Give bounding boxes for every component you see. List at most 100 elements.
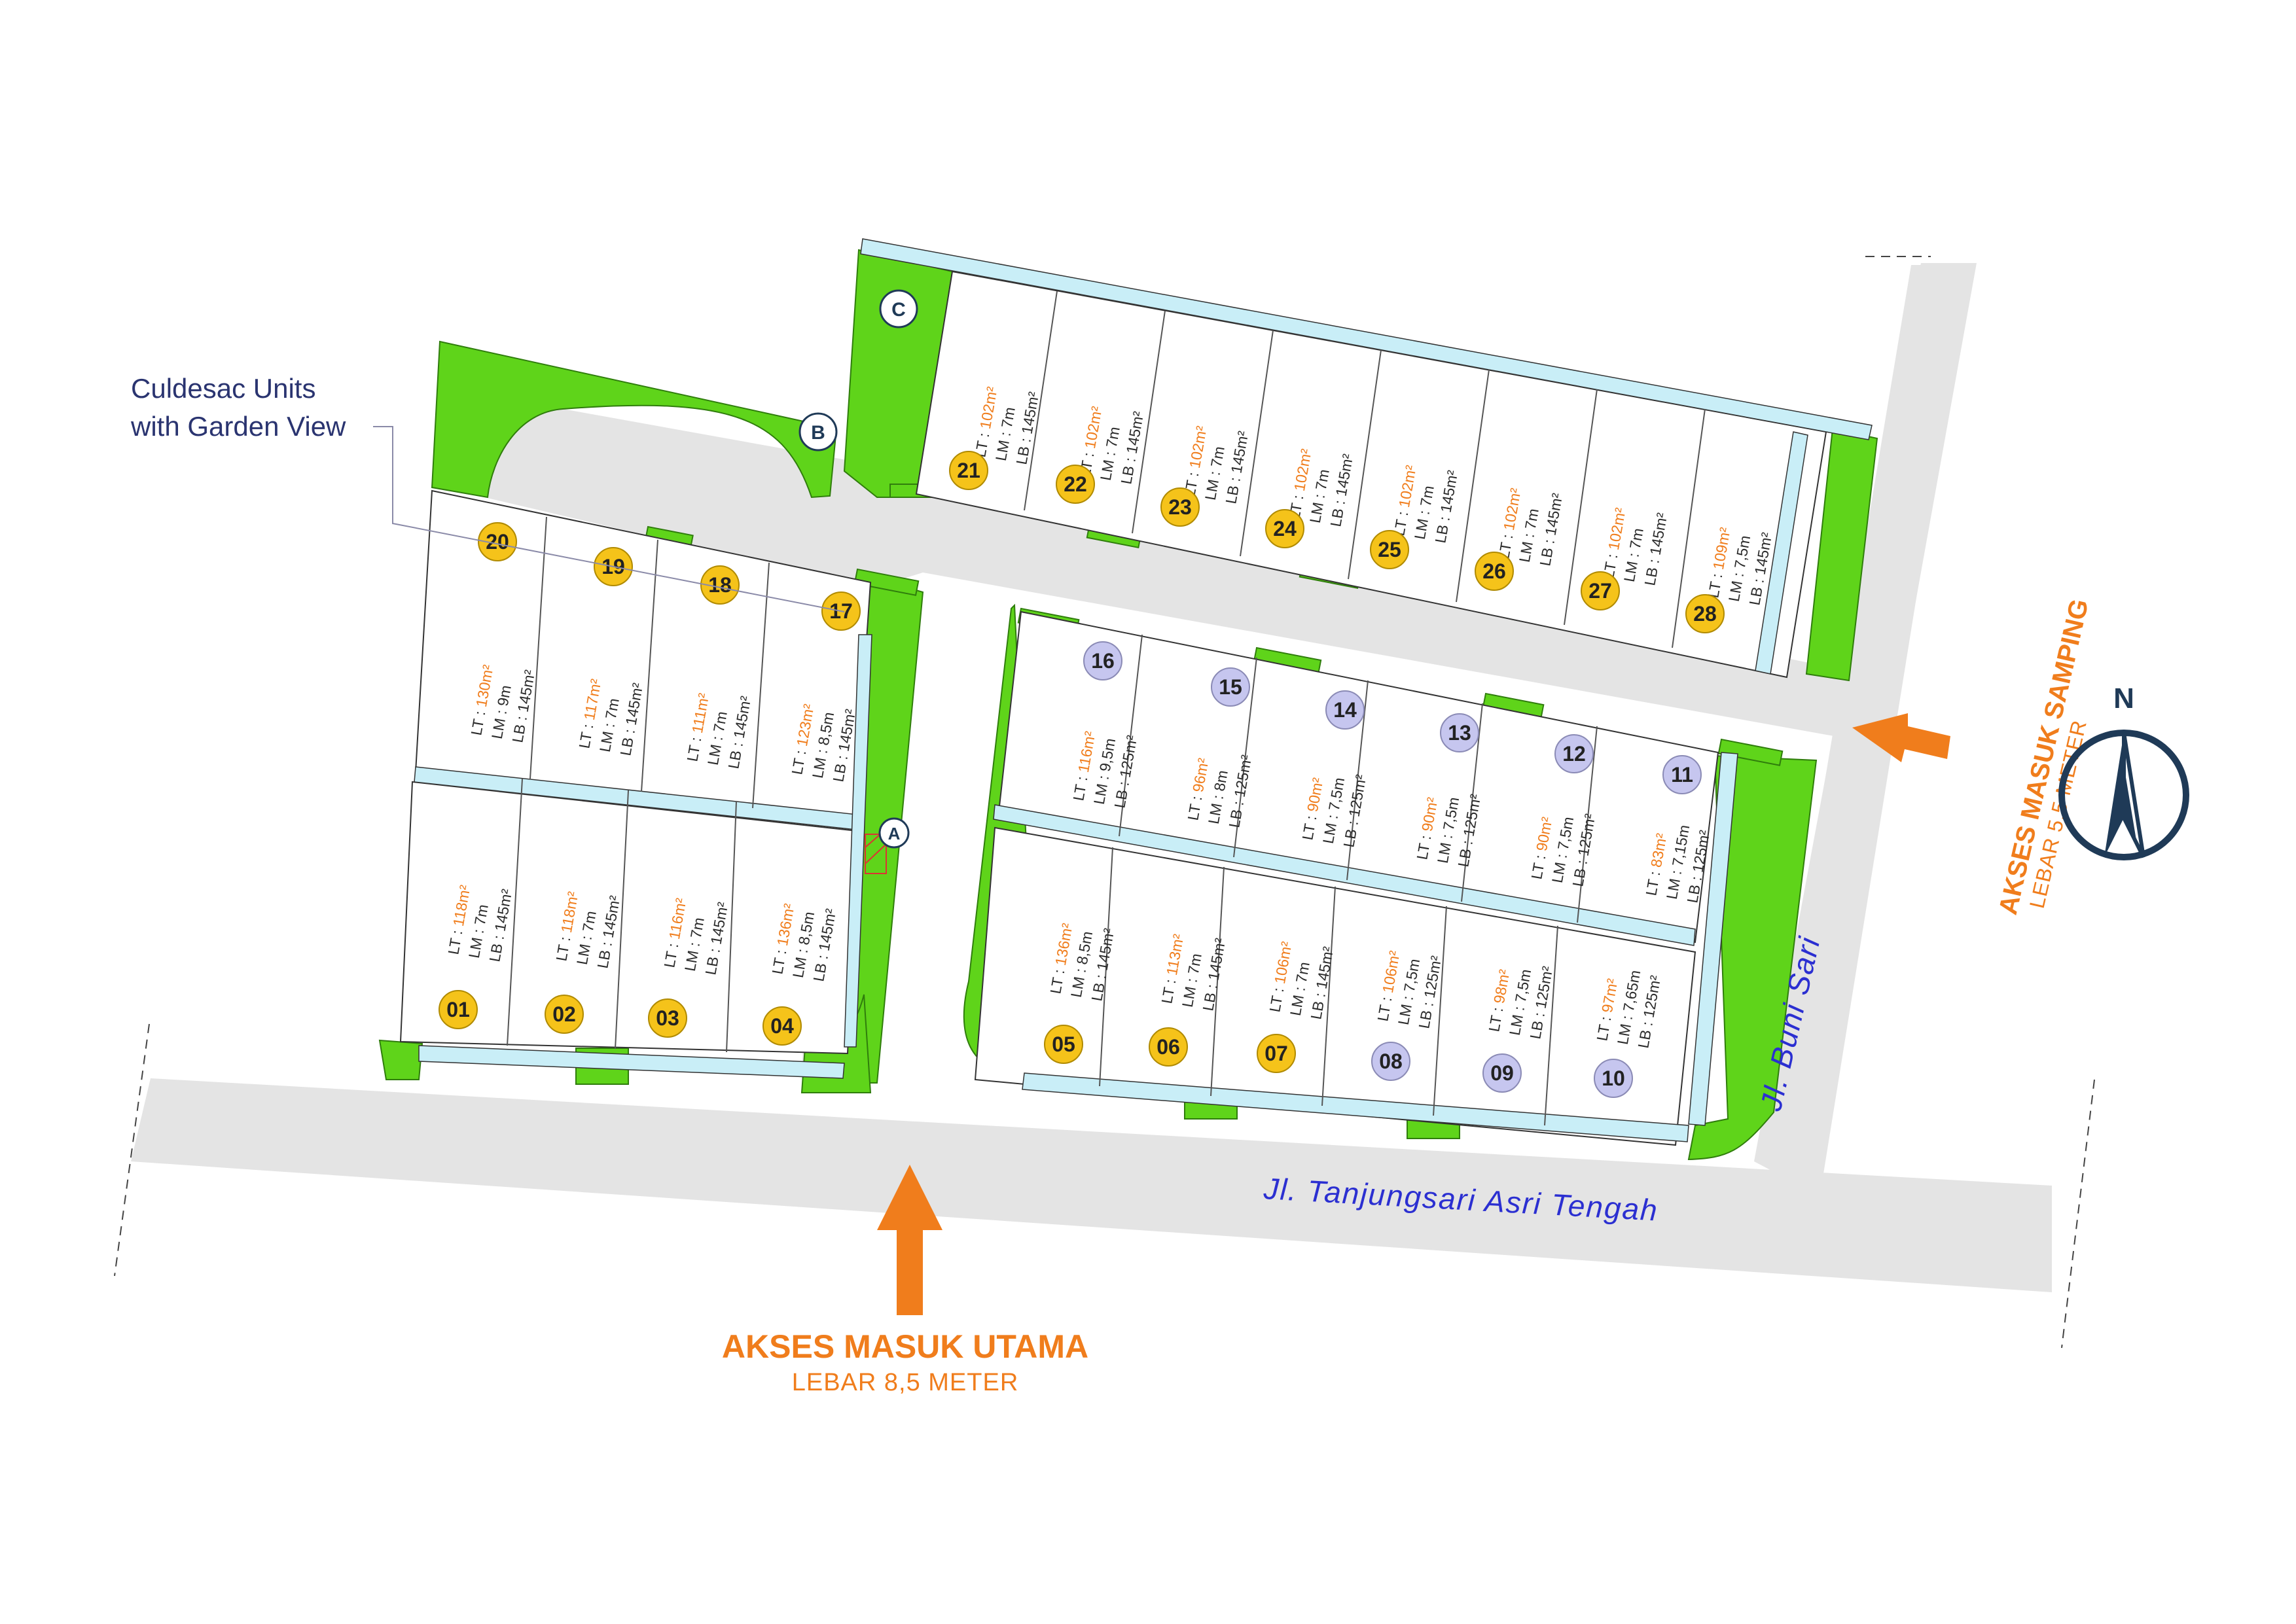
callout-leader (373, 426, 845, 612)
unit-number-03: 03 (656, 1006, 679, 1030)
unit-number-01: 01 (446, 998, 470, 1021)
unit-badge-22[interactable] (1056, 465, 1095, 504)
lot-divider (1461, 703, 1483, 902)
green-plot-6 (1717, 738, 1784, 766)
unit-badge-25[interactable] (1370, 530, 1409, 569)
unit-badge-09[interactable] (1482, 1053, 1522, 1093)
unit-specs-24: LT : 102m²LM : 7mLB : 145m² (1285, 445, 1356, 528)
unit-badge-21[interactable] (949, 451, 988, 490)
unit-specs-05: LT : 136m²LM : 8,5mLB : 145m² (1047, 919, 1117, 1002)
unit-badge-20[interactable] (478, 522, 517, 561)
lot-divider (1456, 369, 1490, 603)
channel-left-vert (844, 634, 872, 1048)
unit-badge-16[interactable] (1083, 641, 1122, 680)
unit-number-12: 12 (1562, 742, 1586, 766)
main-access-subtitle: LEBAR 8,5 METER (792, 1369, 1019, 1396)
unit-badge-26[interactable] (1475, 552, 1514, 591)
unit-badge-27[interactable] (1581, 571, 1620, 610)
lot-divider (641, 539, 658, 792)
channel-top (860, 238, 1873, 440)
unit-number-23: 23 (1168, 495, 1192, 519)
spec-value: 9m (494, 684, 514, 707)
unit-badge-06[interactable] (1149, 1027, 1188, 1067)
unit-badge-14[interactable] (1325, 690, 1365, 730)
callout-line-2: with Garden View (130, 411, 346, 442)
unit-number-26: 26 (1482, 559, 1506, 583)
unit-badge-07[interactable] (1257, 1034, 1296, 1073)
unit-badge-15[interactable] (1211, 667, 1250, 707)
unit-badge-04[interactable] (762, 1006, 802, 1046)
unit-number-25: 25 (1378, 538, 1401, 561)
channel-right-top (1755, 431, 1808, 675)
lot-divider (1672, 408, 1706, 648)
unit-number-05: 05 (1052, 1033, 1075, 1056)
marker-c-label: C (891, 299, 906, 321)
unit-badge-28[interactable] (1685, 594, 1725, 633)
channel-right-mid (993, 804, 1696, 946)
unit-specs-12: LT : 90m²LM : 7,5mLB : 125m² (1528, 805, 1598, 888)
lot-divider (1544, 925, 1558, 1126)
facility-marker-b: B (798, 412, 838, 451)
unit-specs-15: LT : 96m²LM : 8mLB : 125m² (1184, 746, 1255, 829)
drainage-channels (414, 238, 1873, 1142)
unit-number-04: 04 (770, 1014, 794, 1038)
unit-badge-01[interactable] (439, 990, 478, 1029)
lot-divider (1240, 330, 1274, 557)
lot-divider (1433, 906, 1447, 1116)
unit-badge-18[interactable] (700, 565, 740, 605)
lot-divider (529, 516, 547, 779)
spec-value: 7m (602, 697, 622, 720)
unit-badge-12[interactable] (1554, 734, 1594, 773)
channel-left-bottom (418, 1045, 845, 1079)
hatch-line (865, 834, 881, 848)
unit-number-27: 27 (1588, 579, 1612, 603)
channel-right-vert (1688, 752, 1738, 1126)
unit-number-14: 14 (1333, 698, 1357, 722)
lot-divider (1099, 847, 1113, 1087)
block-left-lower (399, 781, 859, 1055)
unit-badge-02[interactable] (545, 995, 584, 1034)
unit-badge-10[interactable] (1594, 1059, 1633, 1098)
unit-badge-11[interactable] (1662, 755, 1702, 794)
lot-divider (615, 790, 629, 1050)
unit-number-08: 08 (1379, 1050, 1403, 1073)
side-road-upper (1761, 265, 1970, 1178)
unit-number-10: 10 (1602, 1067, 1625, 1090)
side-access-arrow-icon (1852, 713, 1950, 762)
lot-divider (1348, 349, 1382, 580)
lot-divider (507, 778, 523, 1046)
unit-badge-05[interactable] (1044, 1025, 1083, 1064)
spec-value: 7m (471, 903, 492, 927)
north-arrow-icon: N (2058, 682, 2189, 860)
lot-divider (1119, 634, 1143, 837)
unit-number-18: 18 (708, 573, 732, 597)
boundary-dashes (114, 256, 2095, 1349)
unit-badge-08[interactable] (1371, 1042, 1410, 1081)
lot-divider (1233, 657, 1257, 858)
lot-divider (1321, 886, 1336, 1106)
main-access-arrow-icon (877, 1165, 942, 1315)
spec-value: 7m (1417, 484, 1437, 508)
unit-lot-12[interactable]: LT : 90m²LM : 7,5mLB : 125m² 12 (1528, 734, 1599, 888)
unit-badge-23[interactable] (1160, 487, 1200, 527)
facility-marker-a: A (878, 817, 910, 849)
culdesac-callout: Culdesac Units with Garden View (130, 373, 845, 612)
unit-badge-24[interactable] (1265, 509, 1304, 548)
unit-number-13: 13 (1448, 721, 1471, 745)
unit-number-15: 15 (1219, 675, 1242, 699)
unit-lot-05[interactable]: LT : 136m²LM : 8,5mLB : 145m² 05 (1044, 919, 1118, 1064)
unit-badge-03[interactable] (648, 998, 687, 1038)
unit-number-24: 24 (1273, 517, 1297, 540)
unit-lot-15[interactable]: LT : 96m²LM : 8mLB : 125m² 15 (1184, 667, 1255, 829)
spec-value: 7m (1293, 961, 1313, 984)
unit-badge-13[interactable] (1440, 713, 1479, 752)
